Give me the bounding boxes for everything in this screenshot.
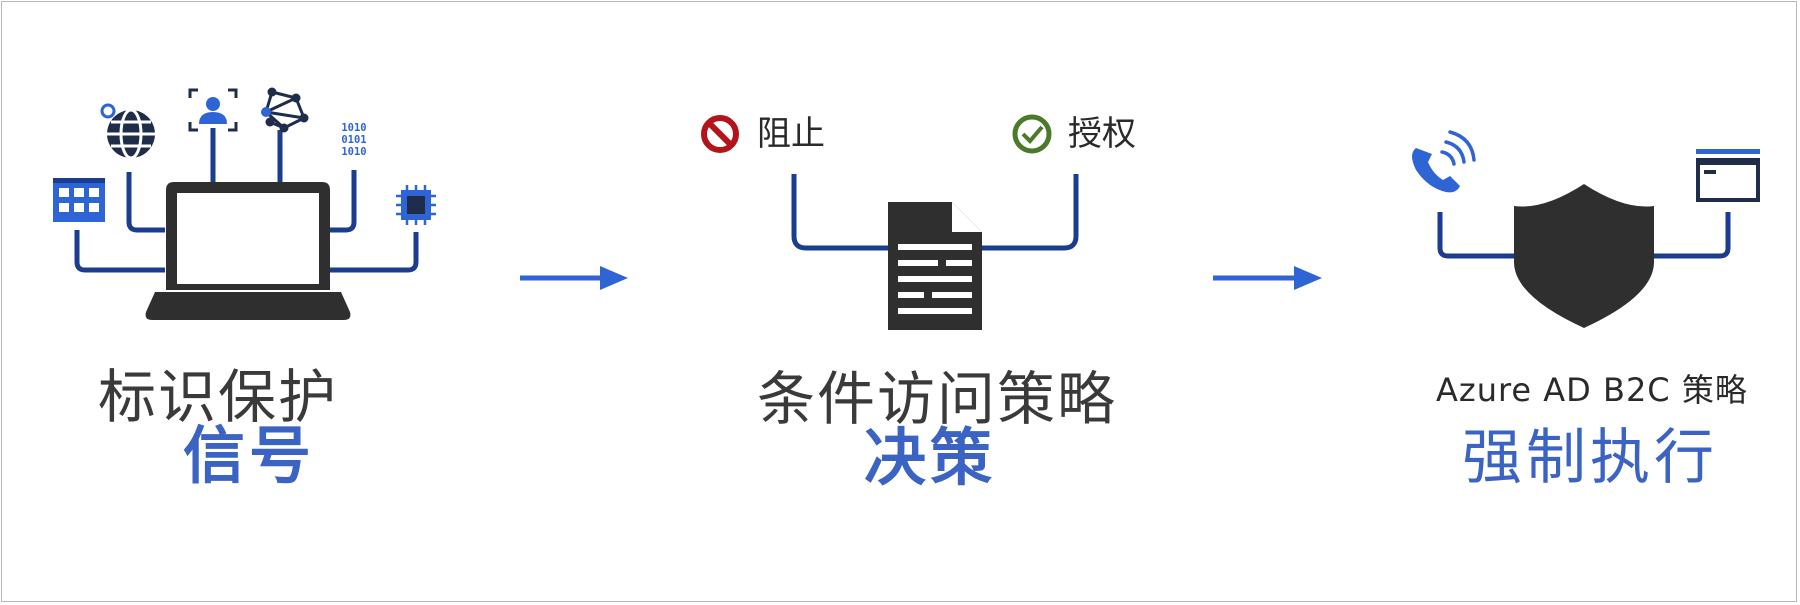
enforcement-connectors bbox=[1437, 212, 1731, 259]
block-label: 阻止 bbox=[757, 114, 825, 154]
window-icon bbox=[1696, 149, 1760, 202]
identity-protection-label: 标识保护 bbox=[98, 363, 339, 431]
user-scan-icon bbox=[188, 88, 238, 132]
globe-icon bbox=[100, 103, 155, 160]
enforcement-label: 强制执行 bbox=[1462, 423, 1718, 493]
document-icon bbox=[888, 202, 982, 330]
decision-label: 决策 bbox=[864, 421, 997, 494]
svg-text:0101: 0101 bbox=[341, 134, 366, 146]
svg-text:1010: 1010 bbox=[341, 122, 366, 134]
arrow-signals-to-decision bbox=[520, 266, 628, 290]
conditional-access-policy-label: 条件访问策略 bbox=[757, 365, 1118, 433]
arrow-decision-to-enforcement bbox=[1213, 266, 1322, 290]
laptop-icon bbox=[145, 182, 351, 320]
binary-icon: 1010 0101 1010 bbox=[341, 122, 366, 158]
grant-label: 授权 bbox=[1068, 114, 1136, 154]
calendar-icon bbox=[53, 178, 105, 222]
signal-label: 信号 bbox=[183, 419, 316, 492]
svg-text:1010: 1010 bbox=[341, 146, 366, 158]
chip-icon bbox=[396, 185, 436, 225]
block-icon bbox=[701, 115, 739, 153]
signals-connectors bbox=[74, 128, 419, 273]
b2c-policy-label: Azure AD B2C 策略 bbox=[1436, 371, 1748, 409]
check-icon bbox=[1012, 114, 1052, 154]
phone-icon bbox=[1412, 130, 1476, 193]
shield-icon bbox=[1514, 184, 1654, 328]
decision-connectors bbox=[791, 174, 1079, 251]
network-icon bbox=[261, 87, 309, 133]
